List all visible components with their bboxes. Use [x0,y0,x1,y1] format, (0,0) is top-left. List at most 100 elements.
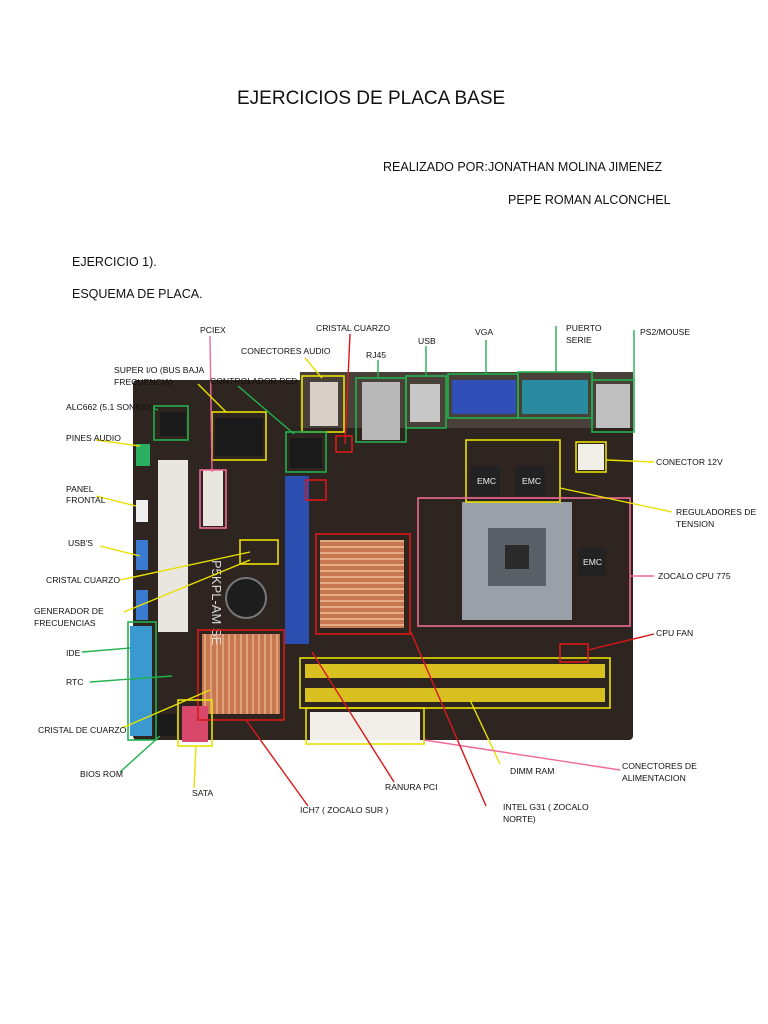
leader-line [587,633,655,651]
label-cpu-fan: CPU FAN [656,628,693,638]
12v-connector [578,444,604,470]
label-vga: VGA [475,327,493,337]
document-title: EJERCICIOS DE PLACA BASE [237,88,506,109]
sata-port [182,706,208,742]
leader-line [209,335,213,473]
label-dimm-ram: DIMM RAM [510,766,554,776]
leader-line [409,629,487,807]
leader-line [559,487,673,513]
label-norte: NORTE) [503,814,536,824]
leader-line [469,699,501,765]
label-zocalo-cpu: ZOCALO CPU 775 [658,571,731,581]
label-reguladores: REGULADORES DE [676,507,756,517]
highlight-box [335,435,353,453]
label-conector-12v: CONECTOR 12V [656,457,723,467]
label-ide: IDE [66,648,81,658]
leader-line [119,551,251,581]
scheme-heading: ESQUEMA DE PLACA. [72,287,203,301]
highlight-box [153,405,189,441]
audio-jacks [310,382,338,426]
label-intel-g31: INTEL G31 ( ZOCALO [503,802,589,812]
leader-line [311,651,395,783]
leader-line [95,495,137,507]
label-cristal-de-cuarzo: CRISTAL DE CUARZO [38,725,127,735]
bios-rom-chip [154,714,176,736]
cpu-socket-center [505,545,529,569]
label-rtc: RTC [66,677,84,687]
chip-emc-label: EMC [583,557,602,567]
northbridge-heatsink [320,540,404,628]
leader-line [237,385,295,435]
front-panel-header [136,500,148,522]
label-frontal: FRONTAL [66,495,106,505]
leader-line [344,333,351,445]
highlight-box [197,629,285,721]
label-rj45: RJ45 [366,350,386,360]
label-alimentacion: ALIMENTACION [622,773,686,783]
label-conectores-audio: CONECTORES AUDIO [241,346,331,356]
author-name-2: PEPE ROMAN ALCONCHEL [508,193,671,207]
highlight-box [305,479,327,501]
motherboard-diagram: EMC EMC EMC P5KPL-AM SE [34,323,756,824]
label-ps2-mouse: PS2/MOUSE [640,327,690,337]
ps2-ports [596,384,630,428]
label-alc662: ALC662 (5.1 SONIDO) [66,402,154,412]
usb-header [136,540,148,570]
highlight-box [299,657,611,709]
highlight-box [559,643,589,663]
author-name-1: JONATHAN MOLINA JIMENEZ [488,160,663,174]
leader-line [99,545,141,557]
leader-line [193,745,197,789]
label-sata: SATA [192,788,213,798]
board-model-text: P5KPL-AM SE [209,560,224,646]
ide-port [130,626,152,736]
usb-ports [410,384,440,422]
voltage-regulator [470,466,500,496]
chip-emc-label: EMC [522,476,541,486]
label-conectores-alimentacion: CONECTORES DE [622,761,697,771]
highlight-box [239,539,279,565]
leader-line [151,407,159,411]
voltage-regulator [515,466,545,496]
label-pines-audio: PINES AUDIO [66,433,121,443]
label-cristal-cuarzo-left: CRISTAL CUARZO [46,575,120,585]
highlight-box [177,699,213,747]
leader-line [81,647,131,653]
highlight-box [575,441,607,473]
audio-pin-header [136,444,150,466]
leader-line [605,459,655,463]
dimm-slot [305,688,605,702]
label-ich7: ICH7 ( ZOCALO SUR ) [300,805,388,815]
highlight-box [305,707,425,745]
exercise-heading: EJERCICIO 1). [72,255,157,269]
leader-line [121,689,211,729]
leader-line [304,357,323,379]
super-io-chip [215,418,263,456]
label-bios-rom: BIOS ROM [80,769,123,779]
rj45-port [362,382,400,440]
pcie-x16-slot [285,476,309,644]
label-usbs: USB'S [68,538,93,548]
label-super-io-2: FRECUENCIA) [114,377,173,387]
label-pciex: PCIEX [200,325,226,335]
label-puerto: PUERTO [566,323,602,333]
label-controlador-red: CONTROLADOR RED [210,376,297,386]
label-super-io: SUPER I/O (BUS BAJA [114,365,205,375]
highlight-box [417,497,631,627]
network-controller-chip [290,438,322,468]
highlight-box [199,469,227,529]
highlight-box [465,439,561,503]
label-serie: SERIE [566,335,592,345]
southbridge-heatsink [202,634,280,714]
highlight-box [127,621,157,741]
chip-emc-label: EMC [477,476,496,486]
label-generador: GENERADOR DE [34,606,104,616]
cmos-battery [225,577,267,619]
dimm-slot [305,664,605,678]
highlight-box [285,431,327,473]
label-ranura-pci: RANURA PCI [385,782,438,792]
highlight-box [315,533,411,635]
pci-slot [158,460,188,632]
leader-line [119,735,161,773]
vga-port [452,380,516,414]
